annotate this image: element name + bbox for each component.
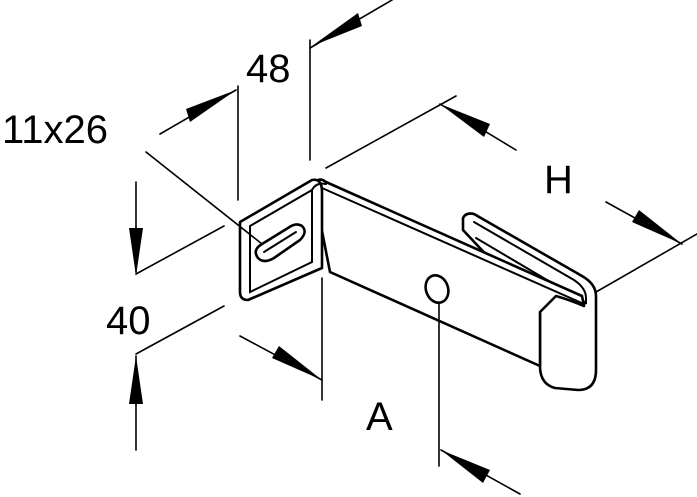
dimension-a xyxy=(239,277,521,495)
slot-inner xyxy=(263,231,297,253)
arrow-40-top xyxy=(129,228,143,276)
label-11x26: 11x26 xyxy=(2,108,108,152)
dimension-40 xyxy=(129,181,225,451)
leader-11x26 xyxy=(145,151,263,245)
arrow-48-right xyxy=(312,13,362,46)
label-48: 48 xyxy=(246,47,291,91)
arrow-48-left xyxy=(186,90,236,122)
arrow-a-left xyxy=(272,346,322,380)
arrow-h-bottom xyxy=(632,210,682,244)
arm-top-edge xyxy=(321,187,585,305)
plate-inner-edge xyxy=(249,188,313,294)
label-40: 40 xyxy=(106,299,151,343)
arrow-h-top xyxy=(440,104,490,137)
dimension-48 xyxy=(159,0,393,201)
label-h: H xyxy=(544,158,573,202)
label-a: A xyxy=(366,395,393,439)
arrow-a-right xyxy=(441,450,490,483)
dimension-h xyxy=(325,95,697,293)
plate-bend xyxy=(311,182,327,191)
arm-bottom-edge xyxy=(329,271,541,367)
bracket-part xyxy=(238,178,598,392)
arrow-40-bottom xyxy=(129,356,143,404)
arm-hole xyxy=(424,274,450,304)
